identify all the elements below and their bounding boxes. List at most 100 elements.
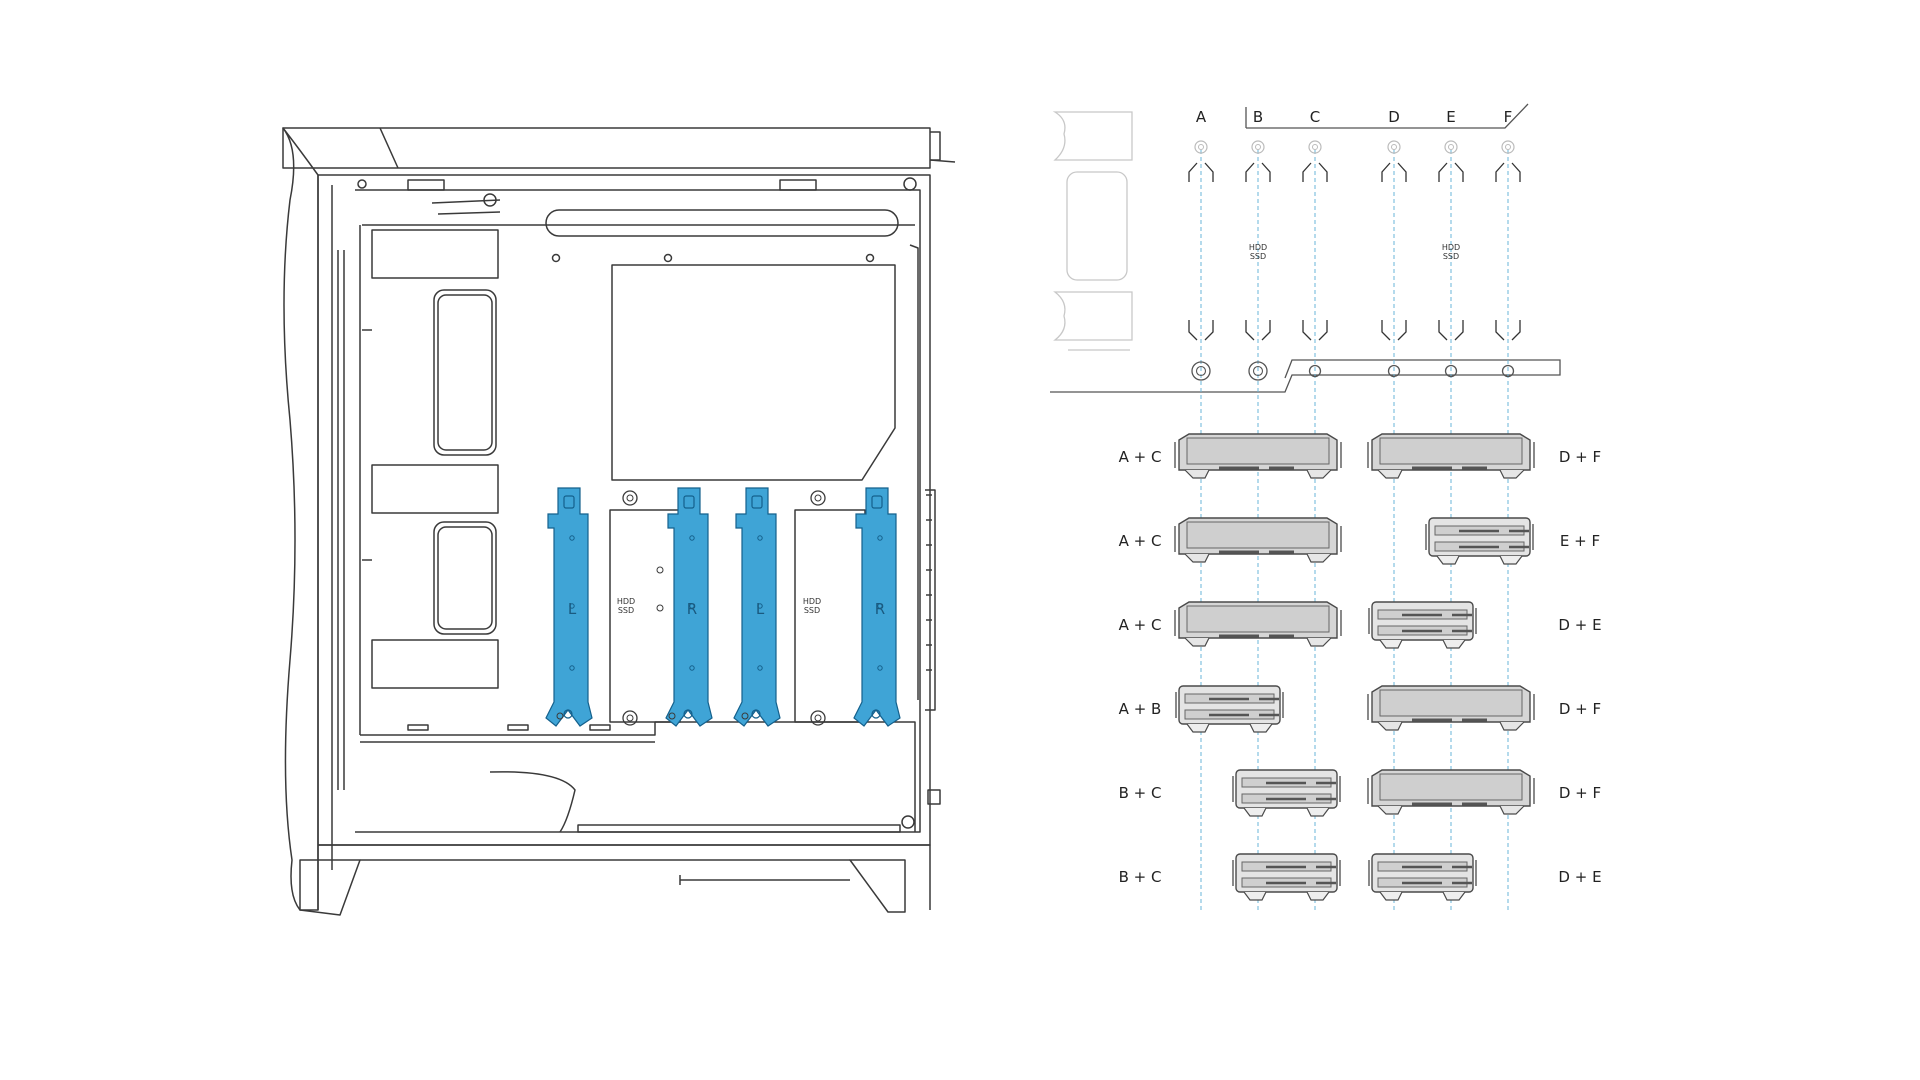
ghost-fan-mount xyxy=(1052,111,1133,351)
position-label-c: C xyxy=(1310,108,1320,126)
alignment-tick xyxy=(1302,162,1328,341)
hdd-drive xyxy=(1367,433,1535,479)
drive-bracket-r[interactable]: R xyxy=(853,487,901,727)
bracket-screw-hole xyxy=(757,603,763,609)
bracket-screw-hole xyxy=(689,665,695,671)
combo-row-5: B + C D + F xyxy=(1119,769,1601,817)
ssd-drive xyxy=(1425,517,1534,565)
cpu-cutout xyxy=(611,264,896,481)
drive-bracket-r[interactable]: R xyxy=(665,487,713,727)
tray-hole xyxy=(656,604,664,612)
mount-rail xyxy=(1050,103,1561,393)
position-label-b: B xyxy=(1253,108,1263,126)
combo-label-left: B + C xyxy=(1119,868,1162,886)
alignment-tick xyxy=(1188,162,1214,341)
mount-hole-bottom xyxy=(1444,364,1458,378)
tray-hole xyxy=(556,712,564,720)
tray-standoff xyxy=(814,494,822,502)
bracket-foot-hole xyxy=(751,709,761,719)
bracket-foot-hole xyxy=(871,709,881,719)
ssd-drive xyxy=(1175,685,1284,733)
mount-hole-bottom xyxy=(1248,361,1268,381)
bracket-screw-hole xyxy=(757,665,763,671)
bracket-screw-hole xyxy=(877,535,883,541)
tray-standoff xyxy=(626,494,634,502)
case-top-panel xyxy=(282,127,931,169)
combo-label-right: D + E xyxy=(1558,868,1601,886)
ssd-drive xyxy=(1232,853,1341,901)
bracket-foot-hole xyxy=(563,709,573,719)
hdd-drive xyxy=(1174,433,1342,479)
combo-label-left: A + C xyxy=(1119,448,1162,466)
mount-hole-top xyxy=(1391,144,1397,150)
mount-hole-bottom xyxy=(1308,364,1322,378)
mount-hole-top xyxy=(1387,140,1401,154)
bracket-screw-hole xyxy=(689,603,695,609)
drive-plates xyxy=(609,509,866,723)
bracket-letter: L xyxy=(568,600,577,618)
bracket-letter: L xyxy=(756,600,765,618)
combo-label-left: A + C xyxy=(1119,616,1162,634)
mount-hole-top xyxy=(1194,140,1208,154)
drive-bracket-l[interactable]: L xyxy=(733,487,781,727)
mount-hole-bottom xyxy=(1252,365,1264,377)
combo-label-right: D + F xyxy=(1559,700,1601,718)
bracket-screw-hole xyxy=(877,603,883,609)
bracket-screw-hole xyxy=(569,535,575,541)
bracket-latch xyxy=(683,495,695,509)
combo-row-2: A + C E + F xyxy=(1119,517,1600,565)
mount-hole-top xyxy=(1448,144,1454,150)
combo-label-left: B + C xyxy=(1119,784,1162,802)
tray-hole xyxy=(668,712,676,720)
bracket-screw-hole xyxy=(877,665,883,671)
combo-label-left: A + C xyxy=(1119,532,1162,550)
mount-hole-top xyxy=(1505,144,1511,150)
combo-label-right: E + F xyxy=(1560,532,1600,550)
hdd-drive xyxy=(1367,685,1535,731)
combo-label-right: D + F xyxy=(1559,784,1601,802)
bracket-screw-hole xyxy=(569,665,575,671)
tray-standoff xyxy=(810,490,826,506)
mount-hole-bottom xyxy=(1195,365,1207,377)
bracket-body xyxy=(665,487,713,727)
hdd-drive xyxy=(1174,517,1342,563)
position-label-e: E xyxy=(1446,108,1455,126)
tray-hole xyxy=(656,566,664,574)
ssd-drive xyxy=(1232,769,1341,817)
bracket-latch xyxy=(563,495,575,509)
bracket-latch xyxy=(871,495,883,509)
mount-hole-top xyxy=(1308,140,1322,154)
tray-standoff xyxy=(810,710,826,726)
mount-hole-bottom xyxy=(1501,364,1515,378)
alignment-tick xyxy=(1245,162,1271,341)
case-front-bezel xyxy=(282,127,319,911)
tray-standoff xyxy=(814,714,822,722)
position-label-d: D xyxy=(1388,108,1400,126)
tray-standoff xyxy=(622,710,638,726)
bracket-foot-hole xyxy=(683,709,693,719)
bracket-screw-hole xyxy=(689,535,695,541)
bracket-screw-hole xyxy=(757,535,763,541)
mount-hole-bottom xyxy=(1387,364,1401,378)
ssd-drive xyxy=(1368,601,1477,649)
mount-hole-bottom xyxy=(1191,361,1211,381)
bracket-body xyxy=(545,487,593,727)
case-side-view xyxy=(282,127,956,916)
top-vent-right xyxy=(779,179,817,191)
tray-standoff xyxy=(622,490,638,506)
drive-bracket-l[interactable]: L xyxy=(545,487,593,727)
case-foot-front xyxy=(299,859,361,916)
bracket-screw-hole xyxy=(569,603,575,609)
combo-label-left: A + B xyxy=(1119,700,1162,718)
bracket-letter: R xyxy=(687,600,697,618)
psu-shroud xyxy=(360,721,916,832)
alignment-tick xyxy=(1495,162,1521,341)
top-vent-left xyxy=(407,179,445,191)
